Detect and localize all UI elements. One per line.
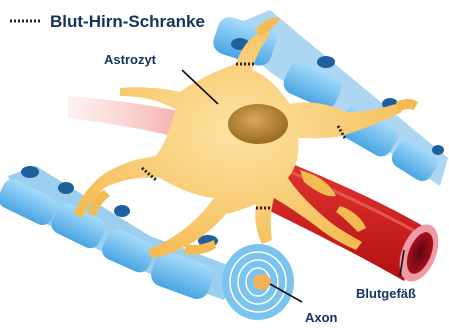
legend: Blut-Hirn-Schranke	[10, 12, 205, 31]
schwann-cell-nucleus	[58, 182, 74, 194]
astrocyte-nucleus	[228, 104, 288, 144]
axon-cross-section	[222, 244, 294, 320]
schwann-cell-nucleus	[21, 166, 39, 178]
schwann-cell-nucleus	[432, 145, 444, 155]
blood-vessel-label: Blutgefäß	[356, 286, 416, 301]
schwann-cell-nucleus	[317, 56, 335, 68]
astrocyte-label: Astrozyt	[104, 52, 157, 67]
legend-label: Blut-Hirn-Schranke	[50, 12, 205, 31]
schwann-cell-nucleus	[114, 205, 130, 217]
axon-label: Axon	[305, 310, 338, 325]
